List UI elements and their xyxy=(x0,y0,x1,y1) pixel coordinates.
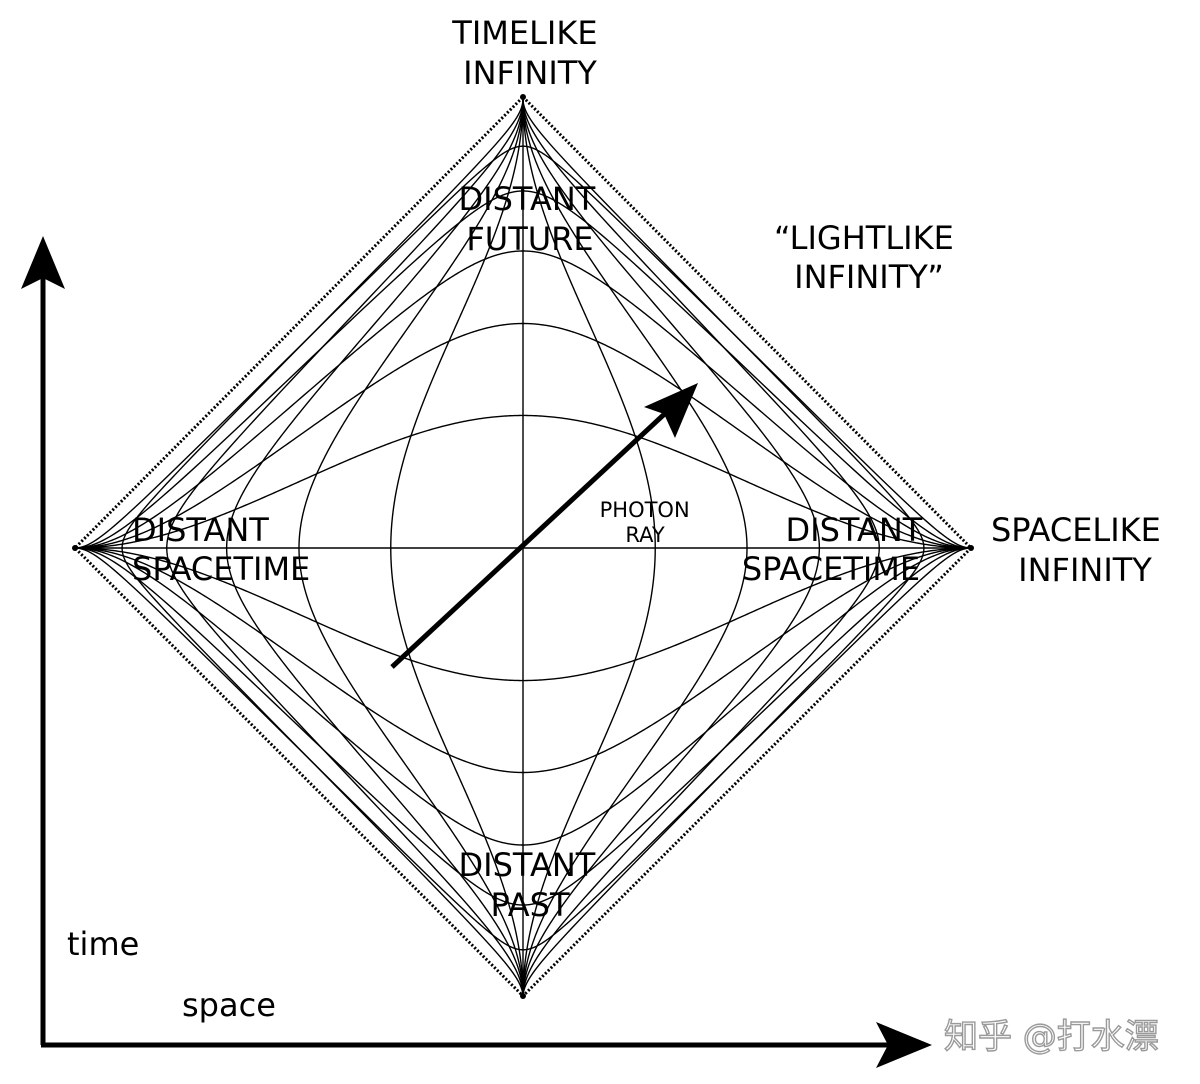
constant-space-curve xyxy=(522,99,925,996)
space-axis-label: space xyxy=(182,986,276,1024)
constant-space-curve xyxy=(225,99,524,996)
lightlike-infinity-label: “LIGHTLIKE INFINITY” xyxy=(774,219,964,296)
distant-spacetime-right-label: DISTANT SPACETIME xyxy=(742,511,933,588)
constant-space-curve xyxy=(522,99,880,996)
photon-ray-arrow xyxy=(390,383,698,669)
constant-space-curve xyxy=(522,99,821,996)
photon-ray-label: PHOTON RAY xyxy=(600,498,697,547)
coordinate-grid xyxy=(75,99,971,996)
constant-space-curve xyxy=(522,99,748,996)
timelike-infinity-point xyxy=(520,94,526,100)
spacelike-infinity-point-right xyxy=(968,545,974,551)
spacelike-infinity-point-left xyxy=(72,545,78,551)
distant-spacetime-left-label: DISTANT SPACETIME xyxy=(132,511,310,588)
time-axis xyxy=(21,236,65,1045)
distant-future-label: DISTANT FUTURE xyxy=(459,180,606,258)
constant-space-curve xyxy=(298,99,524,996)
timelike-infinity-label: TIMELIKE INFINITY xyxy=(451,14,607,92)
constant-space-curve xyxy=(390,99,524,996)
space-axis xyxy=(41,1022,932,1068)
watermark: 知乎 @打水漂 xyxy=(944,1017,1159,1057)
distant-past-label: DISTANT PAST xyxy=(459,846,606,924)
constant-space-curve xyxy=(522,99,656,996)
spacelike-infinity-label: SPACELIKE INFINITY xyxy=(991,511,1171,589)
time-axis-label: time xyxy=(67,925,139,963)
constant-space-curve xyxy=(121,99,524,996)
constant-space-curve xyxy=(166,99,524,996)
past-timelike-infinity-point xyxy=(520,993,526,999)
